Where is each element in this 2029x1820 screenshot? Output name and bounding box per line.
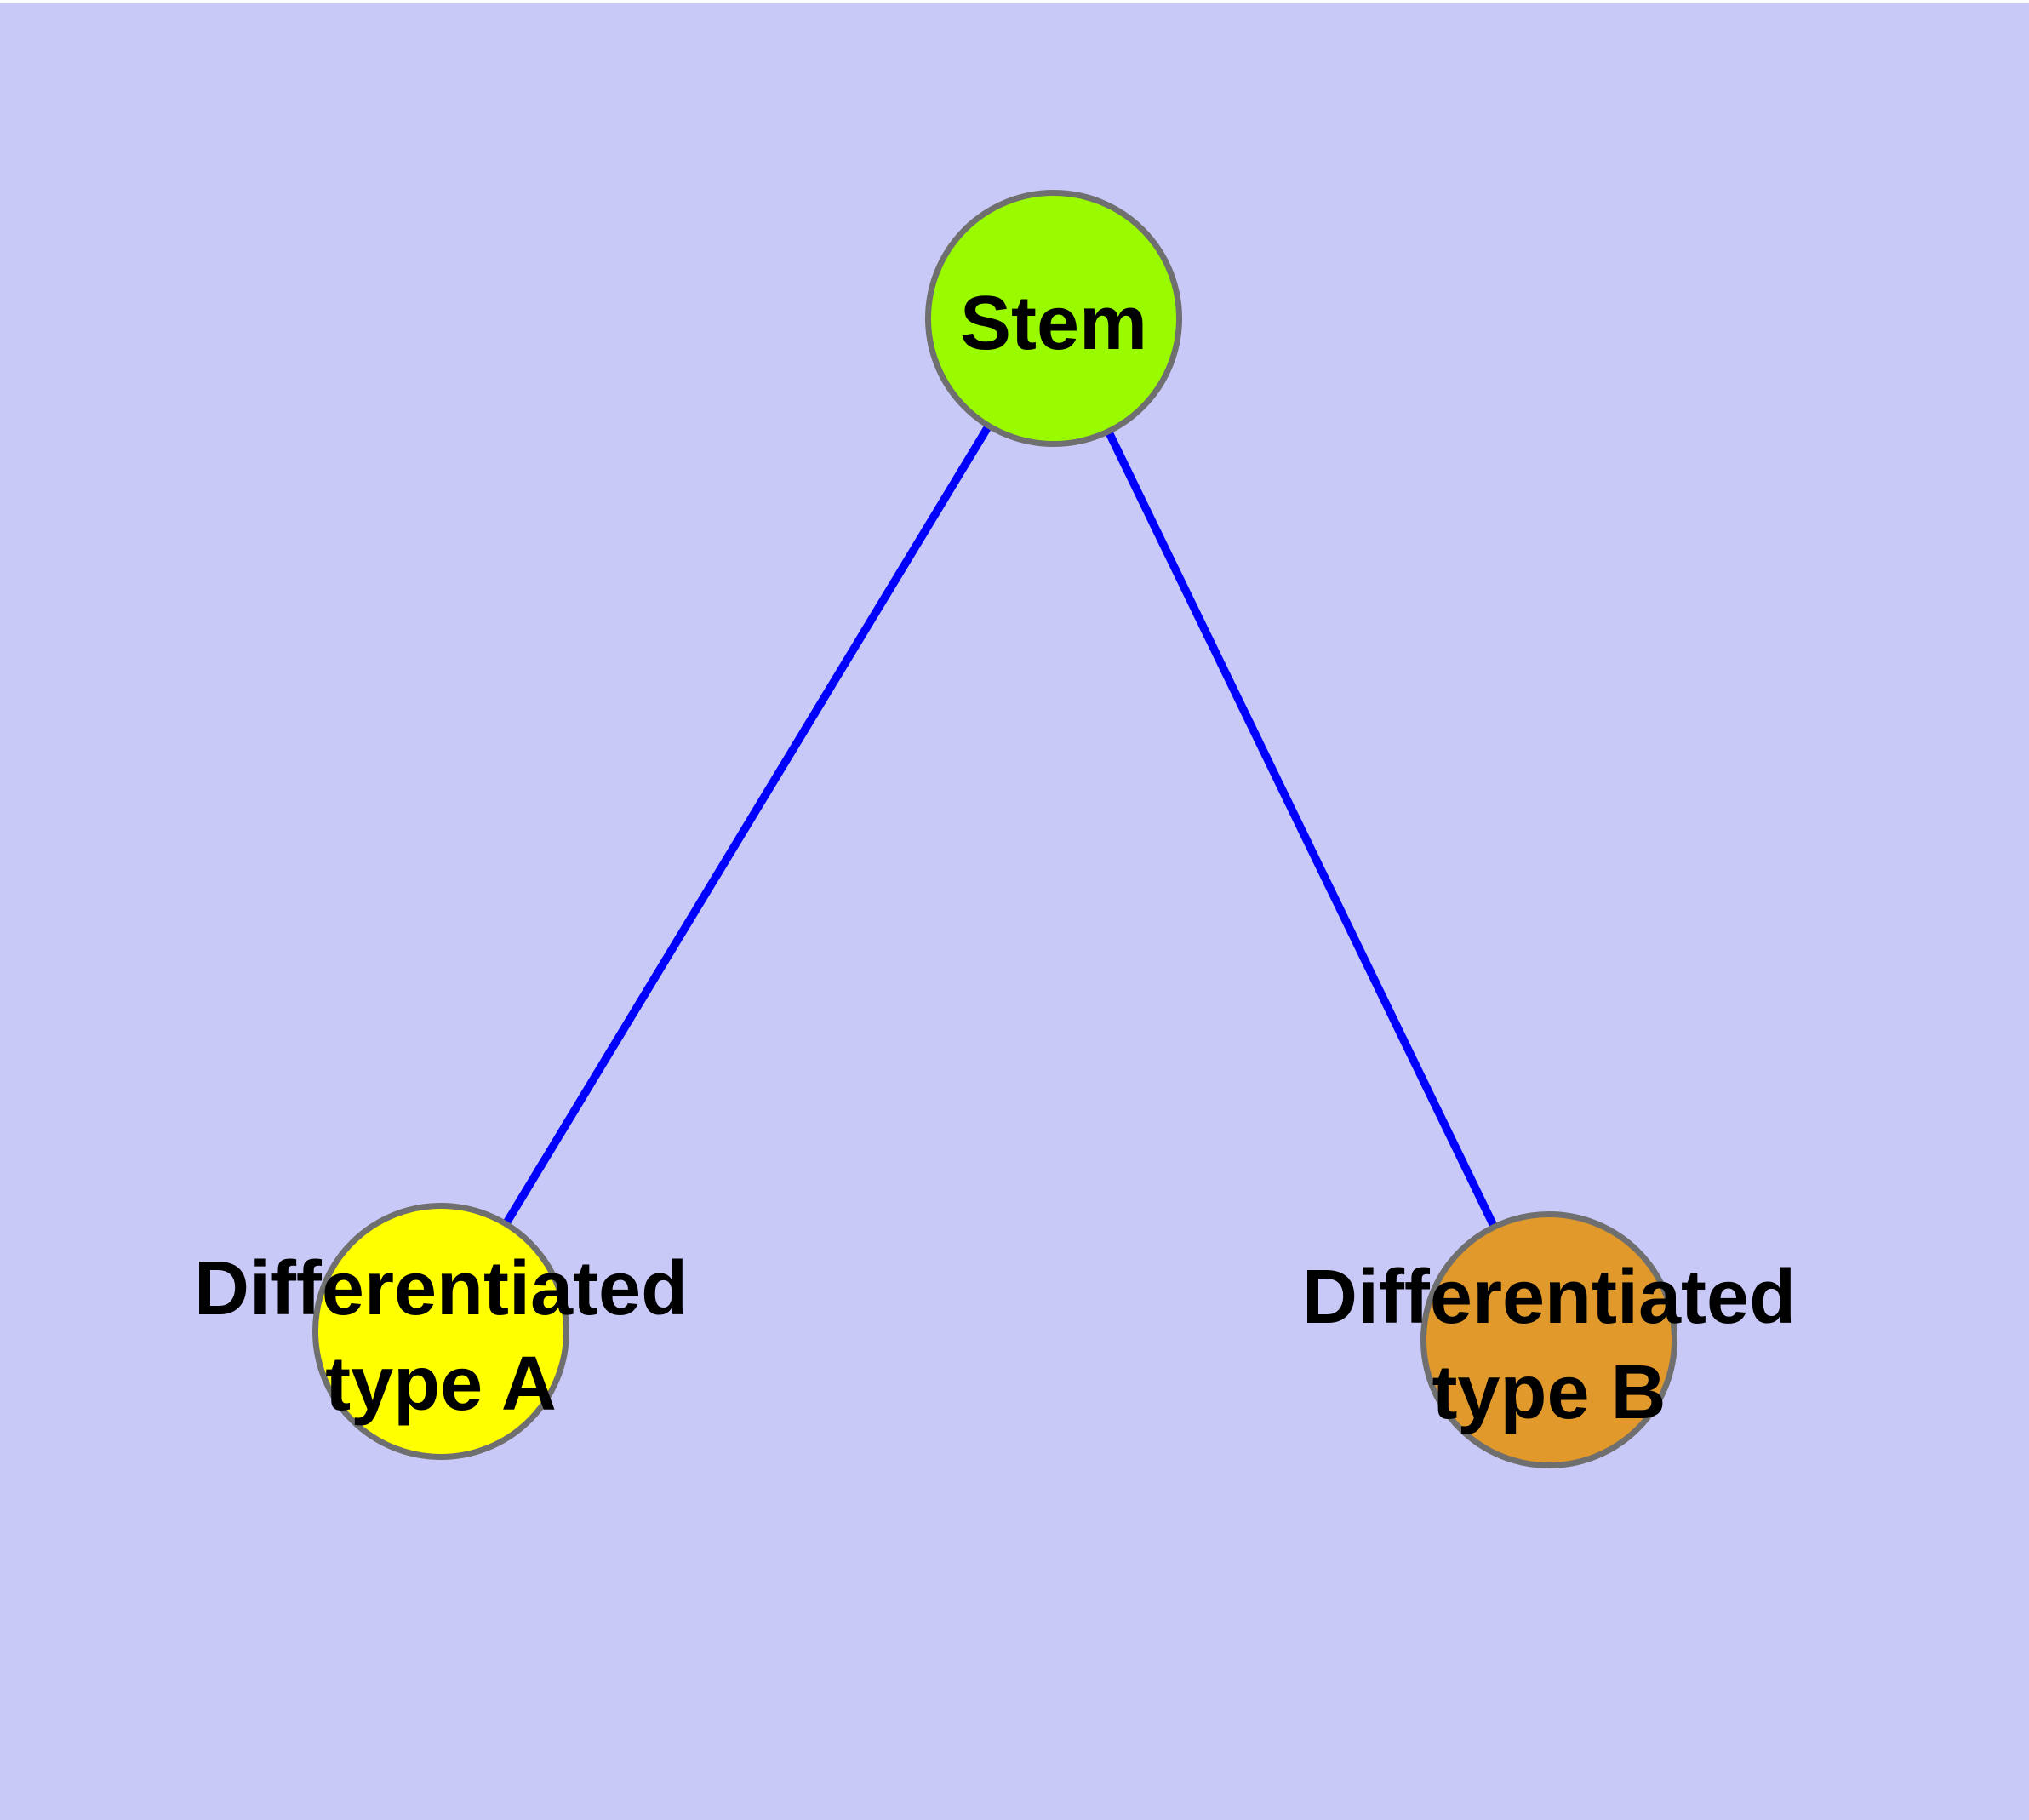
edge-stem-to-type-b — [1049, 316, 1553, 1342]
top-margin-strip — [0, 0, 2029, 3]
node-label-type-b-line2: type B — [1432, 1350, 1666, 1435]
node-type-a-circle — [312, 1203, 569, 1460]
node-type-b-circle — [1420, 1211, 1677, 1468]
node-label-type-a-line2: type A — [325, 1342, 557, 1427]
node-stem-circle — [925, 190, 1182, 447]
node-label-stem-line1: Stem — [959, 281, 1148, 366]
node-label-stem: Stem — [960, 276, 1147, 371]
node-label-type-b: Differentiated type B — [1302, 1250, 1796, 1440]
node-label-type-a-line1: Differentiated — [193, 1246, 689, 1331]
node-label-type-a: Differentiated type A — [194, 1241, 688, 1432]
edge-stem-to-type-a — [437, 316, 1058, 1334]
node-label-type-b-line1: Differentiated — [1301, 1255, 1797, 1340]
